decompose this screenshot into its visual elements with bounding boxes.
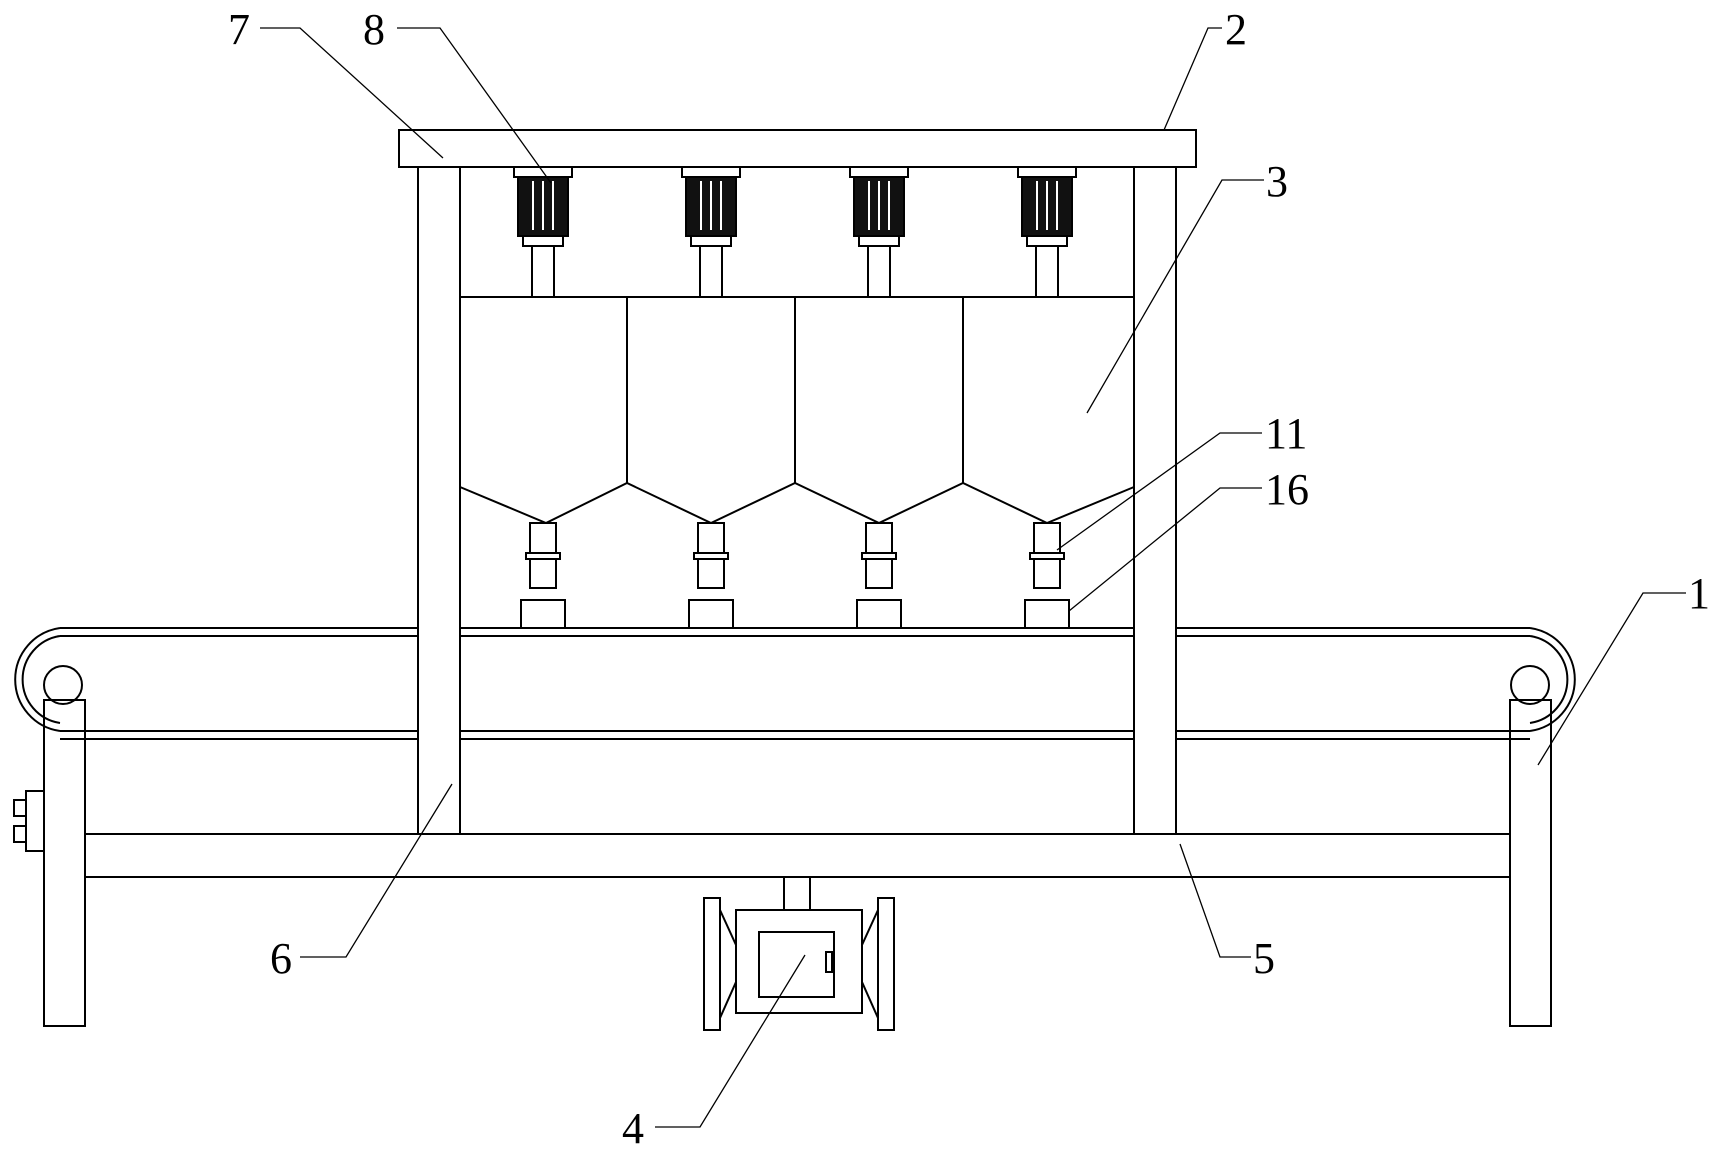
right-column [1134, 167, 1176, 834]
left-wheel [704, 898, 720, 1030]
hopper-housing [460, 297, 1134, 523]
leader-1 [1538, 593, 1686, 765]
callout-8: 8 [363, 5, 385, 54]
motor-shaft-3 [868, 246, 890, 297]
drive-motor-housing [26, 791, 44, 851]
motor-flange-1 [523, 236, 563, 246]
callout-16: 16 [1265, 465, 1309, 514]
callout-7: 7 [228, 5, 250, 54]
right-roller [1511, 666, 1549, 704]
callout-2: 2 [1225, 5, 1247, 54]
nozzle-upper-2 [698, 523, 724, 553]
callout-11: 11 [1265, 409, 1307, 458]
right-leg [1510, 700, 1551, 1026]
left-wheel-hub [720, 910, 736, 1018]
left-leg [44, 700, 85, 1026]
leader-2 [1164, 28, 1222, 130]
motor-flange-3 [859, 236, 899, 246]
nozzle-upper-1 [530, 523, 556, 553]
callout-6: 6 [270, 934, 292, 983]
container-4 [1025, 600, 1069, 628]
motor-shaft-4 [1036, 246, 1058, 297]
motor-flange-4 [1027, 236, 1067, 246]
drive-terminal-bottom [14, 826, 26, 842]
nozzle-upper-4 [1034, 523, 1060, 553]
motor-cap-2 [682, 167, 740, 177]
top-plate [399, 130, 1196, 167]
container-3 [857, 600, 901, 628]
leader-5 [1180, 844, 1251, 957]
motor-shaft-2 [700, 246, 722, 297]
left-roller [44, 666, 82, 704]
motor-flange-2 [691, 236, 731, 246]
right-wheel [878, 898, 894, 1030]
nozzle-lower-3 [866, 559, 892, 588]
crossbeam [85, 834, 1510, 877]
hopper-bottom-edge [460, 483, 1134, 523]
nozzle-lower-2 [698, 559, 724, 588]
left-column [418, 167, 460, 834]
motor-shaft-1 [532, 246, 554, 297]
right-wheel-hub [862, 910, 878, 1018]
callout-1: 1 [1688, 569, 1710, 618]
container-1 [521, 600, 565, 628]
bottom-unit [704, 877, 894, 1030]
nozzle-lower-4 [1034, 559, 1060, 588]
bottom-unit-stem [784, 877, 810, 910]
drive-terminal-top [14, 800, 26, 816]
leader-lines [260, 28, 1686, 1127]
nozzle-lower-1 [530, 559, 556, 588]
callout-3: 3 [1266, 157, 1288, 206]
container-2 [689, 600, 733, 628]
motor-cap-4 [1018, 167, 1076, 177]
callout-4: 4 [622, 1104, 644, 1153]
motor-cap-3 [850, 167, 908, 177]
nozzle-upper-3 [866, 523, 892, 553]
callout-5: 5 [1253, 934, 1275, 983]
